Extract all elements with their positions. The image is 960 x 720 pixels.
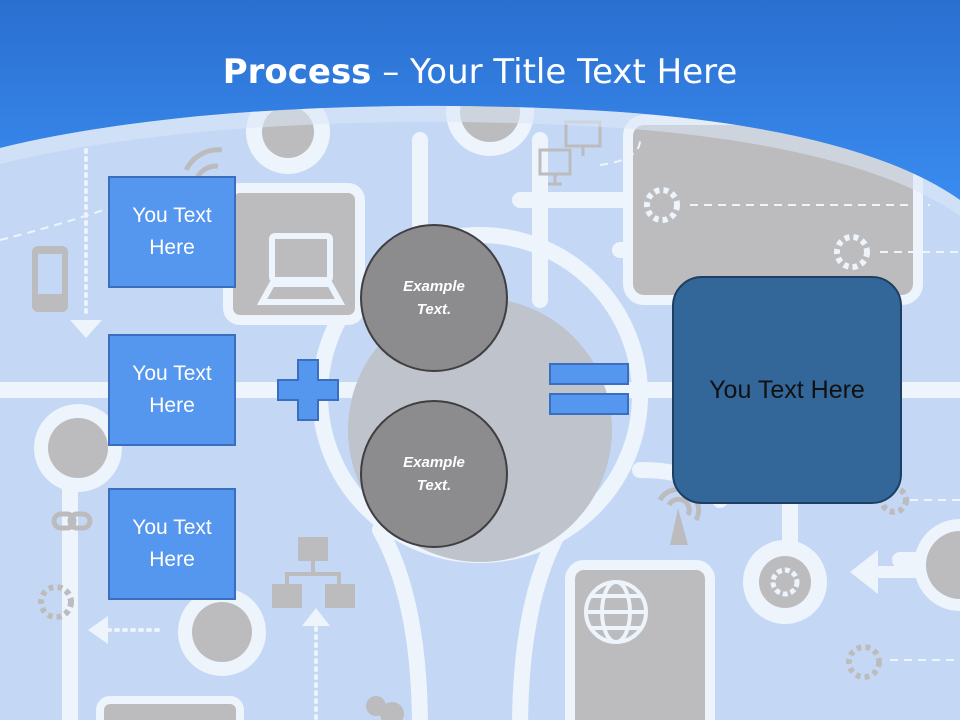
slide-title: Process – Your Title Text Here [0,52,960,92]
input-box-1[interactable]: You Text Here [108,176,236,288]
result-box[interactable]: You Text Here [672,276,902,504]
equals-icon [549,363,629,415]
title-bold: Process [222,52,372,92]
title-rest: – Your Title Text Here [371,52,738,92]
input-box-2[interactable]: You Text Here [108,334,236,446]
plus-icon [277,359,339,421]
example-circle-1[interactable]: Example Text. [360,224,508,372]
input-box-3[interactable]: You Text Here [108,488,236,600]
example-circle-2[interactable]: Example Text. [360,400,508,548]
